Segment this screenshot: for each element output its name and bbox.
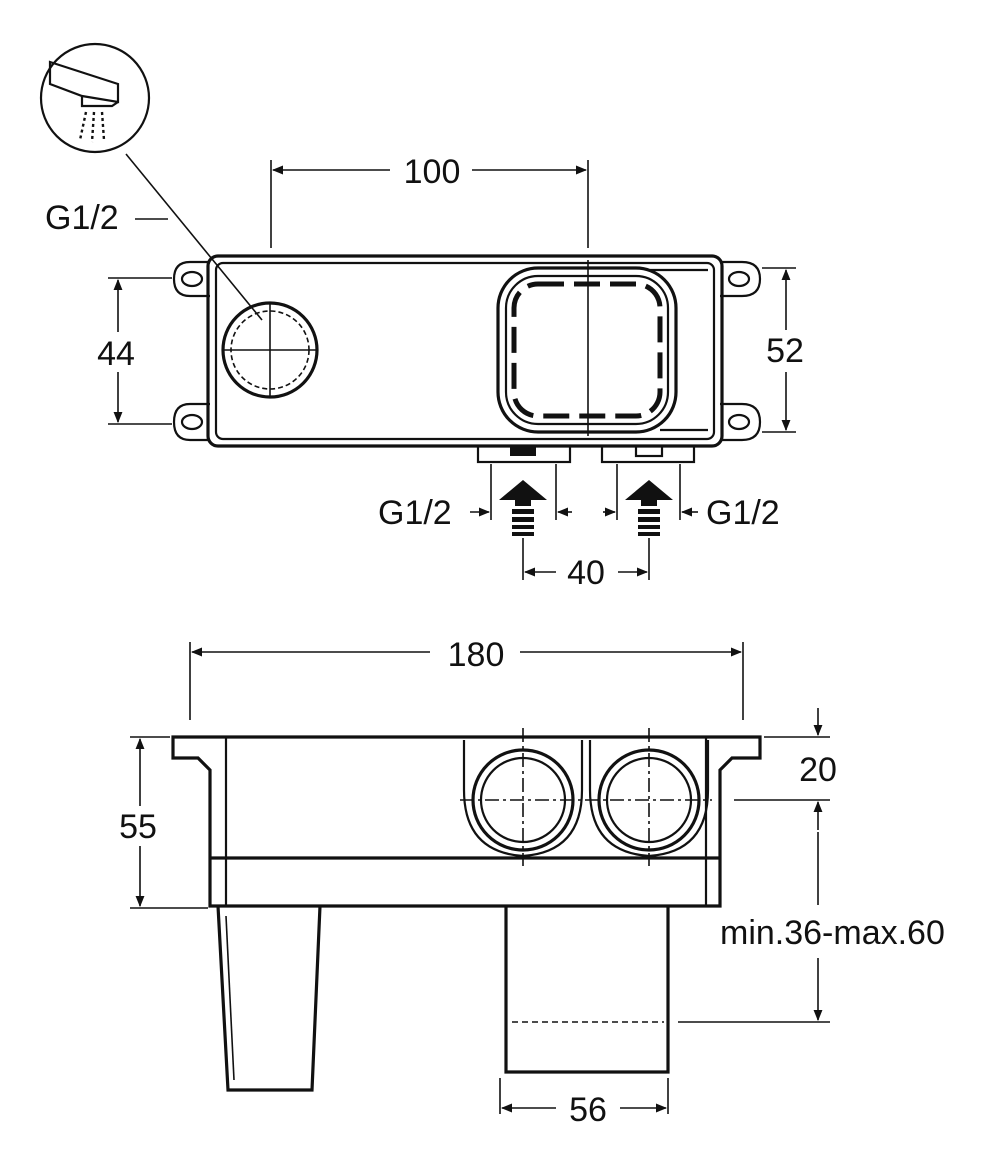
- dim-44-label: 44: [97, 335, 135, 373]
- dim-100: 100: [270, 153, 589, 248]
- dim-56: 56: [499, 1078, 669, 1129]
- dim-depth-range-label: min.36-max.60: [720, 914, 945, 952]
- dim-20-label: 20: [799, 751, 837, 789]
- dim-52: 52: [762, 267, 804, 433]
- inlet-left-thread-label: G1/2: [378, 494, 452, 532]
- valve-body-side: [171, 735, 762, 908]
- dim-55-label: 55: [119, 808, 157, 846]
- dim-180-label: 180: [448, 636, 505, 674]
- cartridge-housing: [496, 260, 678, 436]
- dim-inlet-left: G1/2: [378, 464, 572, 532]
- dim-20: 20: [734, 708, 837, 830]
- inlet-fittings: [476, 444, 696, 464]
- outlet-thread-label: G1/2: [45, 199, 119, 237]
- mounting-ears: [172, 260, 762, 442]
- outlet-port: [221, 301, 319, 399]
- valve-body-top: [206, 254, 724, 448]
- dim-44: 44: [97, 277, 172, 425]
- dim-100-label: 100: [404, 153, 461, 191]
- inlet-arrow-icon: [499, 480, 673, 536]
- side-ports: [460, 728, 712, 866]
- outlet-leader-line: [125, 153, 263, 321]
- dim-55: 55: [119, 736, 208, 909]
- dim-inlet-right: G1/2: [603, 464, 780, 532]
- handle-side: [504, 906, 670, 1074]
- inlet-right-thread-label: G1/2: [706, 494, 780, 532]
- spout-side: [216, 905, 322, 1092]
- top-view: G1/2 100: [39, 42, 804, 592]
- dim-40-label: 40: [567, 554, 605, 592]
- dim-40: 40: [522, 538, 650, 592]
- dim-56-label: 56: [569, 1091, 607, 1129]
- dim-depth-range: min.36-max.60: [678, 832, 945, 1023]
- shower-spout-icon: [39, 42, 151, 154]
- side-view: 180: [119, 636, 945, 1129]
- dim-180: 180: [189, 636, 744, 720]
- dim-52-label: 52: [766, 332, 804, 370]
